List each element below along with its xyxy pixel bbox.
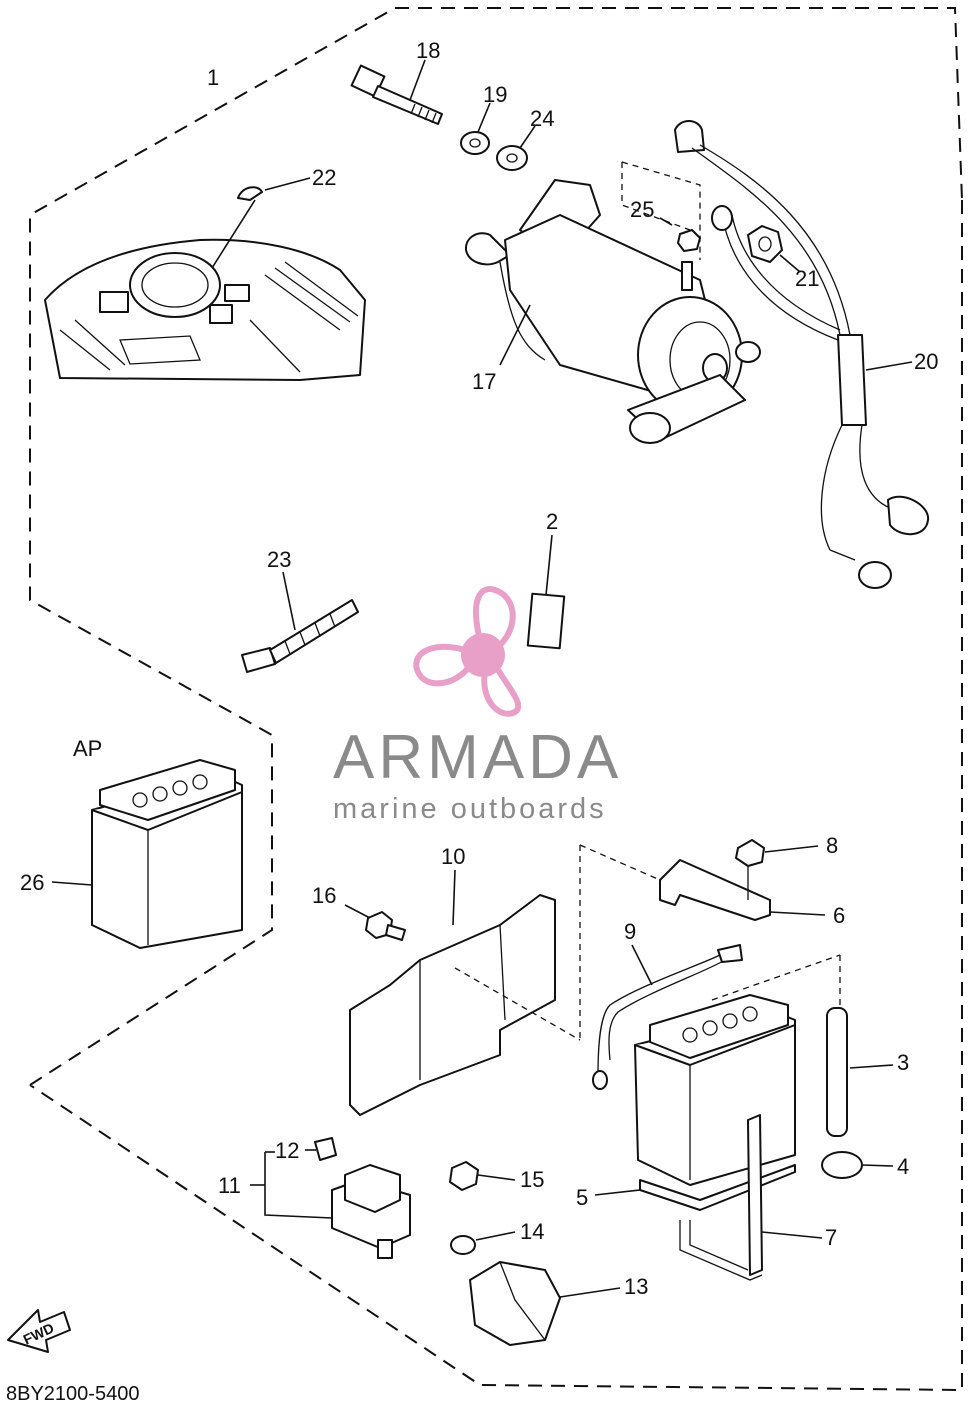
part-20-cable bbox=[674, 120, 930, 589]
label-1: 1 bbox=[207, 65, 219, 90]
label-18: 18 bbox=[416, 38, 440, 63]
label-11: 11 bbox=[218, 1173, 241, 1198]
label-ap: AP bbox=[73, 736, 102, 761]
label-14: 14 bbox=[520, 1219, 544, 1244]
label-19: 19 bbox=[483, 82, 507, 107]
watermark-subtitle: marine outboards bbox=[333, 793, 607, 825]
part-24-washer bbox=[496, 145, 528, 171]
part-22-clip bbox=[237, 186, 263, 201]
label-3: 3 bbox=[897, 1050, 909, 1075]
label-13: 13 bbox=[624, 1274, 648, 1299]
label-24: 24 bbox=[530, 106, 554, 131]
part-19-washer bbox=[460, 131, 490, 155]
label-16: 16 bbox=[312, 883, 336, 908]
part-3-rod bbox=[826, 1007, 848, 1137]
label-12: 12 bbox=[275, 1138, 299, 1163]
part-14-washer bbox=[450, 1235, 476, 1255]
part-16-bolt bbox=[365, 911, 406, 941]
label-6: 6 bbox=[833, 903, 845, 928]
label-10: 10 bbox=[441, 844, 465, 869]
label-9: 9 bbox=[624, 919, 636, 944]
label-25: 25 bbox=[630, 197, 654, 222]
fwd-arrow-icon bbox=[7, 1309, 71, 1353]
label-5: 5 bbox=[576, 1185, 588, 1210]
part-23-cable-tie bbox=[241, 599, 359, 673]
part-4-grommet bbox=[821, 1151, 863, 1179]
watermark-title: ARMADA bbox=[333, 723, 622, 792]
diagram-code: 8BY2100-5400 bbox=[6, 1383, 139, 1405]
part-21-nut bbox=[747, 225, 783, 263]
label-20: 20 bbox=[914, 349, 938, 374]
part-25-nut bbox=[677, 229, 701, 252]
label-21: 21 bbox=[795, 266, 819, 291]
watermark-propeller-icon bbox=[413, 586, 522, 717]
part-17-starter-motor bbox=[464, 179, 761, 444]
part-7-rod bbox=[679, 1114, 763, 1281]
part-11-relay bbox=[331, 1164, 411, 1259]
label-22: 22 bbox=[312, 165, 336, 190]
label-8: 8 bbox=[826, 833, 838, 858]
part-12-clip bbox=[314, 1137, 337, 1161]
part-13-cap bbox=[469, 1261, 561, 1346]
part-8-nut bbox=[735, 839, 765, 867]
part-26-battery bbox=[91, 759, 243, 949]
part-2-pad bbox=[526, 592, 566, 650]
engine-block bbox=[44, 238, 366, 381]
part-5-battery bbox=[634, 954, 841, 1211]
group-1-boundary bbox=[29, 7, 963, 1392]
label-23: 23 bbox=[267, 547, 291, 572]
label-4: 4 bbox=[897, 1154, 909, 1179]
label-17: 17 bbox=[472, 369, 496, 394]
part-10-cover-plate bbox=[349, 894, 581, 1116]
label-15: 15 bbox=[520, 1167, 544, 1192]
label-7: 7 bbox=[825, 1225, 837, 1250]
part-6-bracket bbox=[659, 859, 771, 921]
part-9-wire bbox=[592, 944, 743, 1090]
part-15-nut bbox=[449, 1161, 479, 1191]
part-18-bolt bbox=[350, 64, 443, 125]
label-2: 2 bbox=[546, 509, 558, 534]
label-26: 26 bbox=[20, 870, 44, 895]
